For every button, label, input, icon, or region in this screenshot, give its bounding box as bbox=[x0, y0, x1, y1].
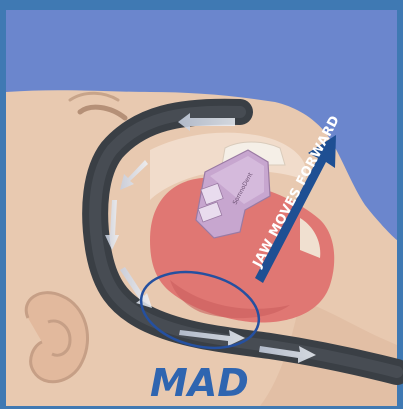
mad-title: MAD bbox=[150, 361, 249, 405]
